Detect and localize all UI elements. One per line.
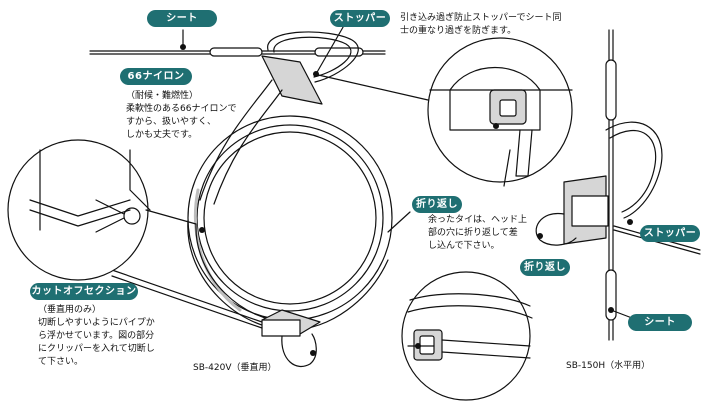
pipe-ring-large bbox=[187, 115, 393, 321]
stopper-detail-callout bbox=[313, 37, 573, 187]
note-stopper: 引き込み過ぎ防止ストッパーでシート同 士の重なり過ぎを防ぎます。 bbox=[400, 12, 561, 38]
label-stopper-right: ストッパー bbox=[640, 225, 700, 242]
note-cut-off-line: にクリッパーを入れて切断し bbox=[38, 344, 155, 354]
caption-left-model: SB-420V（垂直用） bbox=[193, 363, 277, 373]
label-sheet-right: シート bbox=[628, 314, 692, 331]
note-fold-back-line: 部の穴に折り返して差 bbox=[428, 228, 518, 238]
label-sheet-left: シート bbox=[147, 10, 217, 27]
note-stopper-line: 引き込み過ぎ防止ストッパーでシート同 bbox=[400, 13, 562, 23]
note-fold-back-line: 余ったタイは、ヘッド上 bbox=[428, 215, 528, 225]
label-cut-off: カットオフセクション bbox=[30, 283, 138, 300]
label-fold-back: 折り返し bbox=[412, 196, 462, 213]
note-cut-off-line: て下さい。 bbox=[38, 357, 84, 367]
label-fold-back-right: 折り返し bbox=[520, 259, 570, 276]
note-nylon-line: しかも丈夫です。 bbox=[126, 130, 198, 140]
note-fold-back-line: し込んで下さい。 bbox=[428, 241, 500, 251]
cut-clipper-callout bbox=[7, 139, 197, 281]
tie-band-upper bbox=[199, 55, 323, 205]
note-cut-off: （垂直用のみ） 切断しやすいようにパイプか ら浮かせています。図の部分 にクリッ… bbox=[38, 304, 155, 369]
fold-back-callout bbox=[387, 211, 533, 401]
note-nylon-line: 柔軟性のある66ナイロンで bbox=[126, 104, 237, 114]
label-nylon: 66ナイロン bbox=[120, 68, 192, 85]
note-nylon: （耐候・難燃性） 柔軟性のある66ナイロンで すから、扱いやすく、 しかも丈夫で… bbox=[126, 90, 236, 142]
note-stopper-line: 士の重なり過ぎを防ぎます。 bbox=[400, 26, 517, 36]
note-fold-back: 余ったタイは、ヘッド上 部の穴に折り返して差 し込んで下さい。 bbox=[428, 214, 527, 253]
note-nylon-line: すから、扱いやすく、 bbox=[126, 117, 217, 127]
note-cut-off-line: ら浮かせています。図の部分 bbox=[38, 331, 155, 341]
note-nylon-line: （耐候・難燃性） bbox=[126, 91, 199, 101]
label-stopper-top: ストッパー bbox=[330, 10, 390, 27]
note-cut-off-line: 切断しやすいようにパイプか bbox=[38, 318, 155, 328]
note-cut-off-line: （垂直用のみ） bbox=[38, 305, 102, 315]
caption-right-model: SB-150H（水平用） bbox=[566, 361, 651, 371]
sheet-rope-top bbox=[89, 29, 386, 57]
